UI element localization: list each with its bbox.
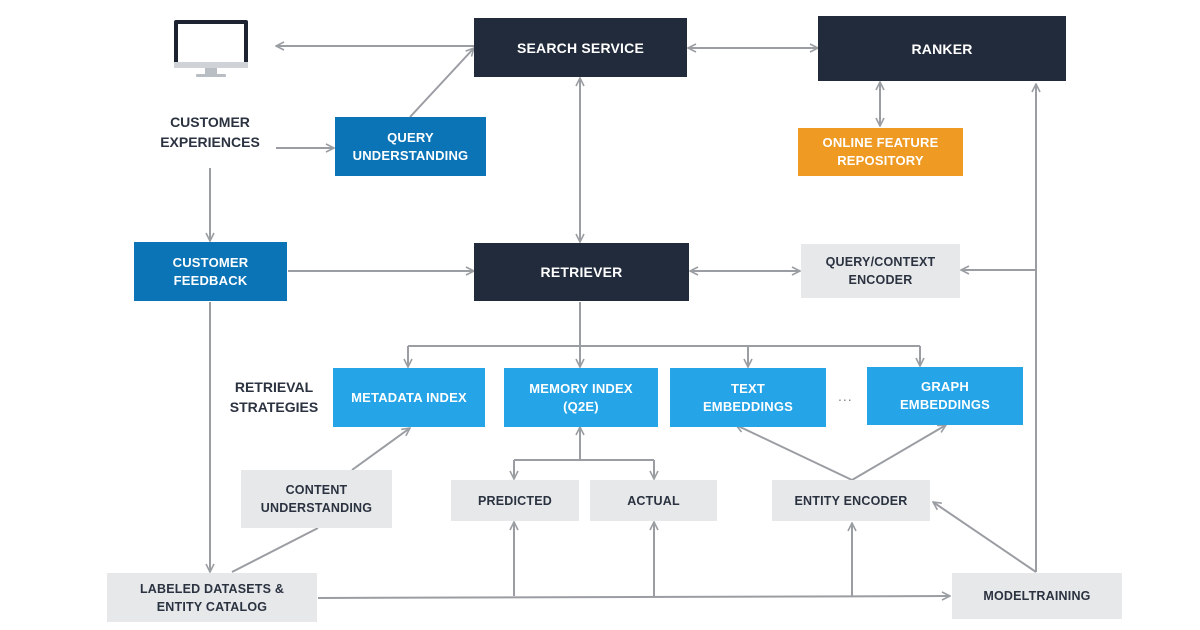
content-understanding-node: CONTENT UNDERSTANDING [241, 470, 392, 528]
customer-experiences-label: CUSTOMER EXPERIENCES [160, 114, 260, 150]
labeled-datasets-label: LABELED DATASETS & ENTITY CATALOG [139, 581, 285, 614]
search-service-label: SEARCH SERVICE [516, 39, 645, 56]
predicted-label: PREDICTED [477, 493, 553, 508]
model-training-label: MODELTRAINING [983, 589, 1091, 603]
metadata-index-label: METADATA INDEX [351, 389, 467, 405]
desktop-monitor-icon [174, 20, 248, 77]
actual-node: ACTUAL [590, 480, 717, 521]
query-context-encoder-label: QUERY/CONTEXT ENCODER [825, 255, 936, 287]
memory-index-node: MEMORY INDEX (Q2E) [504, 368, 658, 427]
arrow-labeled-to-training [317, 596, 950, 598]
arrow-entity-to-graph [851, 425, 946, 481]
ranker-node: RANKER [818, 16, 1066, 81]
query-understanding-label: QUERY UNDERSTANDING [352, 129, 469, 163]
customer-feedback-label: CUSTOMER FEEDBACK [172, 254, 249, 288]
online-feature-repository-node: ONLINE FEATURE REPOSITORY [798, 128, 963, 176]
ellipsis: ... [838, 388, 853, 404]
memory-index-label: MEMORY INDEX (Q2E) [529, 380, 633, 414]
online-feature-repository-label: ONLINE FEATURE REPOSITORY [822, 135, 939, 168]
entity-encoder-label: ENTITY ENCODER [794, 493, 908, 508]
model-training-node: MODELTRAINING [952, 573, 1122, 619]
customer-feedback-node: CUSTOMER FEEDBACK [134, 242, 287, 301]
query-context-encoder-node: QUERY/CONTEXT ENCODER [801, 244, 960, 298]
predicted-node: PREDICTED [451, 480, 579, 521]
entity-encoder-node: ENTITY ENCODER [772, 480, 930, 521]
arrow-training-to-entity [933, 502, 1037, 573]
arrow-content-to-metadata [351, 428, 410, 471]
metadata-index-node: METADATA INDEX [333, 368, 485, 427]
arrow-labeled-to-content [231, 527, 319, 573]
text-embeddings-node: TEXT EMBEDDINGS [670, 368, 826, 427]
search-service-node: SEARCH SERVICE [474, 18, 687, 77]
retriever-label: RETRIEVER [540, 264, 623, 280]
retrieval-strategies-label: RETRIEVAL STRATEGIES [229, 379, 319, 415]
content-understanding-label: CONTENT UNDERSTANDING [260, 483, 373, 515]
text-embeddings-label: TEXT EMBEDDINGS [702, 380, 794, 414]
query-understanding-node: QUERY UNDERSTANDING [335, 117, 486, 176]
actual-label: ACTUAL [627, 493, 680, 508]
graph-embeddings-label: GRAPH EMBEDDINGS [899, 379, 991, 412]
ranker-label: RANKER [911, 40, 973, 57]
arrow-entity-to-text [736, 425, 853, 481]
graph-embeddings-node: GRAPH EMBEDDINGS [867, 367, 1023, 425]
arrow-query-to-search [409, 48, 474, 118]
labeled-datasets-node: LABELED DATASETS & ENTITY CATALOG [107, 573, 317, 622]
retriever-node: RETRIEVER [474, 243, 689, 301]
